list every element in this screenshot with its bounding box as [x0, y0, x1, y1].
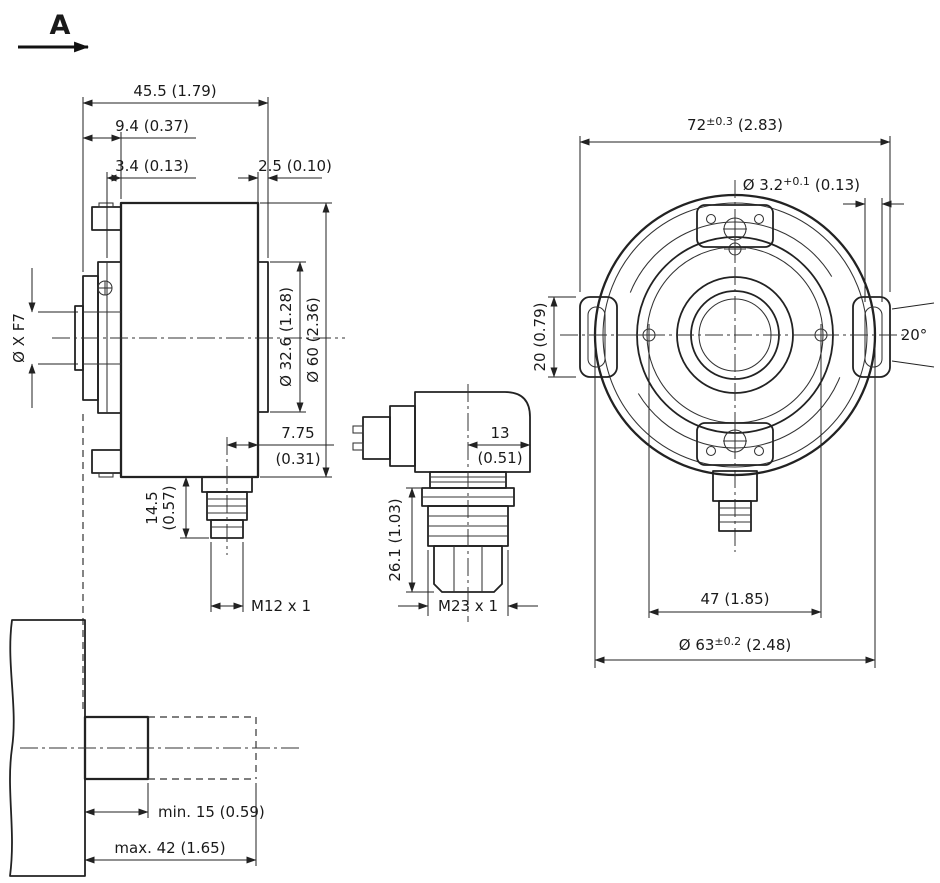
- top-clamp-step: [98, 202, 114, 208]
- dim-clamp-width: 3.4 (0.13): [115, 157, 189, 175]
- dim-m12-thread: M12 x 1: [251, 597, 311, 615]
- dim-m23-length: 26.1 (1.03): [386, 498, 404, 581]
- dim-conn-offset-mm: 7.75: [281, 424, 314, 442]
- dim-body-diameter: Ø 60 (2.36): [304, 297, 322, 383]
- rear-hub: [257, 261, 269, 413]
- m12-connector: [201, 437, 253, 555]
- dim-conn-offset-in: (0.31): [275, 450, 320, 468]
- dim-total-depth: 45.5 (1.79): [133, 82, 216, 100]
- m23-housing: [414, 391, 531, 473]
- front-view: 72±0.3(2.83) Ø 3.2+0.1(0.13) 20 (0.79) 2…: [531, 115, 935, 668]
- m23-mating-connector: [362, 416, 391, 460]
- m23-coupling-nut: [433, 545, 503, 593]
- dim-hub-depth: 2.5 (0.10): [258, 157, 332, 175]
- dim-slot-length: 20 (0.79): [531, 303, 549, 372]
- front-view-connector: [712, 470, 758, 532]
- m23-dimensions: 13 (0.51) 26.1 (1.03) M23 x 1: [386, 424, 538, 616]
- dim-slot-angle: 20°: [901, 326, 928, 344]
- dim-insertion-min: min. 15 (0.59): [158, 803, 265, 821]
- shaft-dimensions: min. 15 (0.59) max. 42 (1.65): [84, 783, 265, 866]
- dim-m23-offset-mm: 13: [490, 424, 509, 442]
- dim-width: 72±0.3(2.83): [687, 115, 783, 134]
- dim-conn-length-in: (0.57): [160, 485, 178, 530]
- bottom-clamp-tab: [91, 449, 122, 474]
- dim-m23-offset-in: (0.51): [477, 449, 522, 467]
- side-view: 45.5 (1.79) 9.4 (0.37) 3.4 (0.13) 2.5 (0…: [10, 82, 345, 714]
- right-mounting-ear: [852, 296, 891, 378]
- dim-hub-diameter: Ø 32.6 (1.28): [277, 287, 295, 387]
- view-direction-marker: A: [18, 10, 90, 53]
- encoder-body-outline: [119, 201, 260, 479]
- dim-conn-length-mm: 14.5: [143, 491, 161, 524]
- front-view-dimensions: 72±0.3(2.83) Ø 3.2+0.1(0.13) 20 (0.79) 2…: [531, 115, 935, 668]
- view-label-a: A: [50, 10, 71, 41]
- dim-pin-hole: Ø 3.2+0.1(0.13): [743, 175, 860, 194]
- motor-face-plate: [9, 619, 86, 877]
- shaft-mounting-view: min. 15 (0.59) max. 42 (1.65): [9, 619, 300, 877]
- bottom-clamp-step: [98, 472, 114, 478]
- dim-outer-diameter: Ø 63±0.2(2.48): [679, 635, 792, 654]
- dim-flange-depth: 9.4 (0.37): [115, 117, 189, 135]
- m23-interface-plate: [389, 405, 416, 467]
- dim-shaft-diameter: Ø X F7: [10, 313, 28, 363]
- left-mounting-ear: [579, 296, 618, 378]
- dim-m23-thread: M23 x 1: [438, 597, 498, 615]
- side-view-dimensions: 45.5 (1.79) 9.4 (0.37) 3.4 (0.13) 2.5 (0…: [10, 82, 334, 615]
- m23-connector-view: 13 (0.51) 26.1 (1.03) M23 x 1: [352, 384, 538, 622]
- dim-insertion-max: max. 42 (1.65): [114, 839, 225, 857]
- dim-hole-spacing: 47 (1.85): [701, 590, 770, 608]
